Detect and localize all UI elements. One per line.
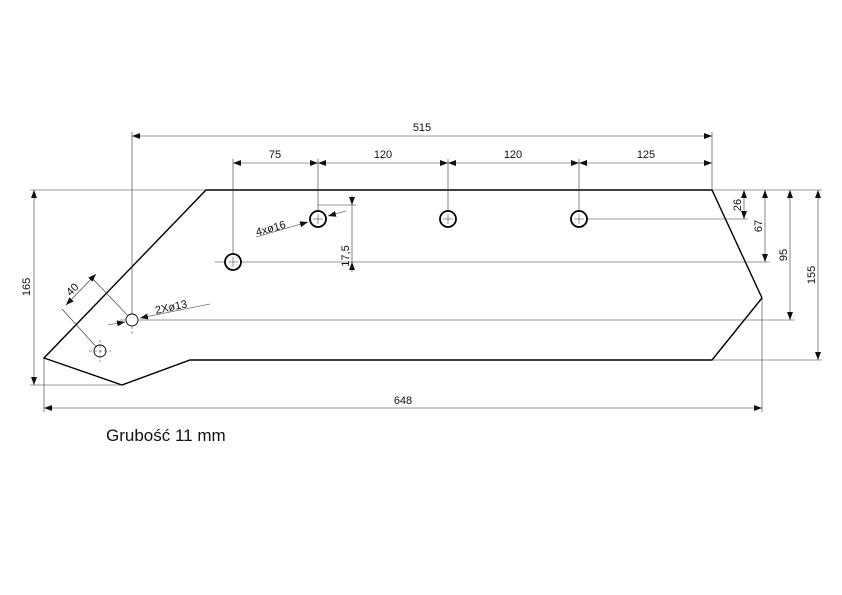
dim-chain-3: 120 [504, 149, 522, 161]
small-holes [93, 313, 139, 358]
dim-515: 515 [413, 122, 431, 134]
hole [125, 313, 139, 327]
dimension-lines [31, 133, 821, 411]
dim-chain-1: 75 [269, 149, 281, 161]
thickness-note: Grubość 11 mm [106, 426, 226, 445]
share-outline [42, 189, 763, 386]
dim-67: 67 [753, 220, 765, 232]
dim-648: 648 [394, 395, 412, 407]
dim-chain-2: 120 [374, 149, 392, 161]
dim-40: 40 [64, 281, 81, 298]
dim-chain-4: 125 [637, 149, 655, 161]
dim-17-5: 17,5 [340, 245, 352, 266]
label-large-holes: 4xø16 [255, 219, 288, 239]
dim-165: 165 [21, 278, 33, 296]
dim-95: 95 [778, 249, 790, 261]
label-small-holes: 2Xø13 [154, 298, 188, 316]
extension-lines [30, 132, 822, 412]
dim-155: 155 [806, 266, 818, 284]
dim-26: 26 [732, 199, 744, 211]
center-marks [89, 214, 584, 362]
